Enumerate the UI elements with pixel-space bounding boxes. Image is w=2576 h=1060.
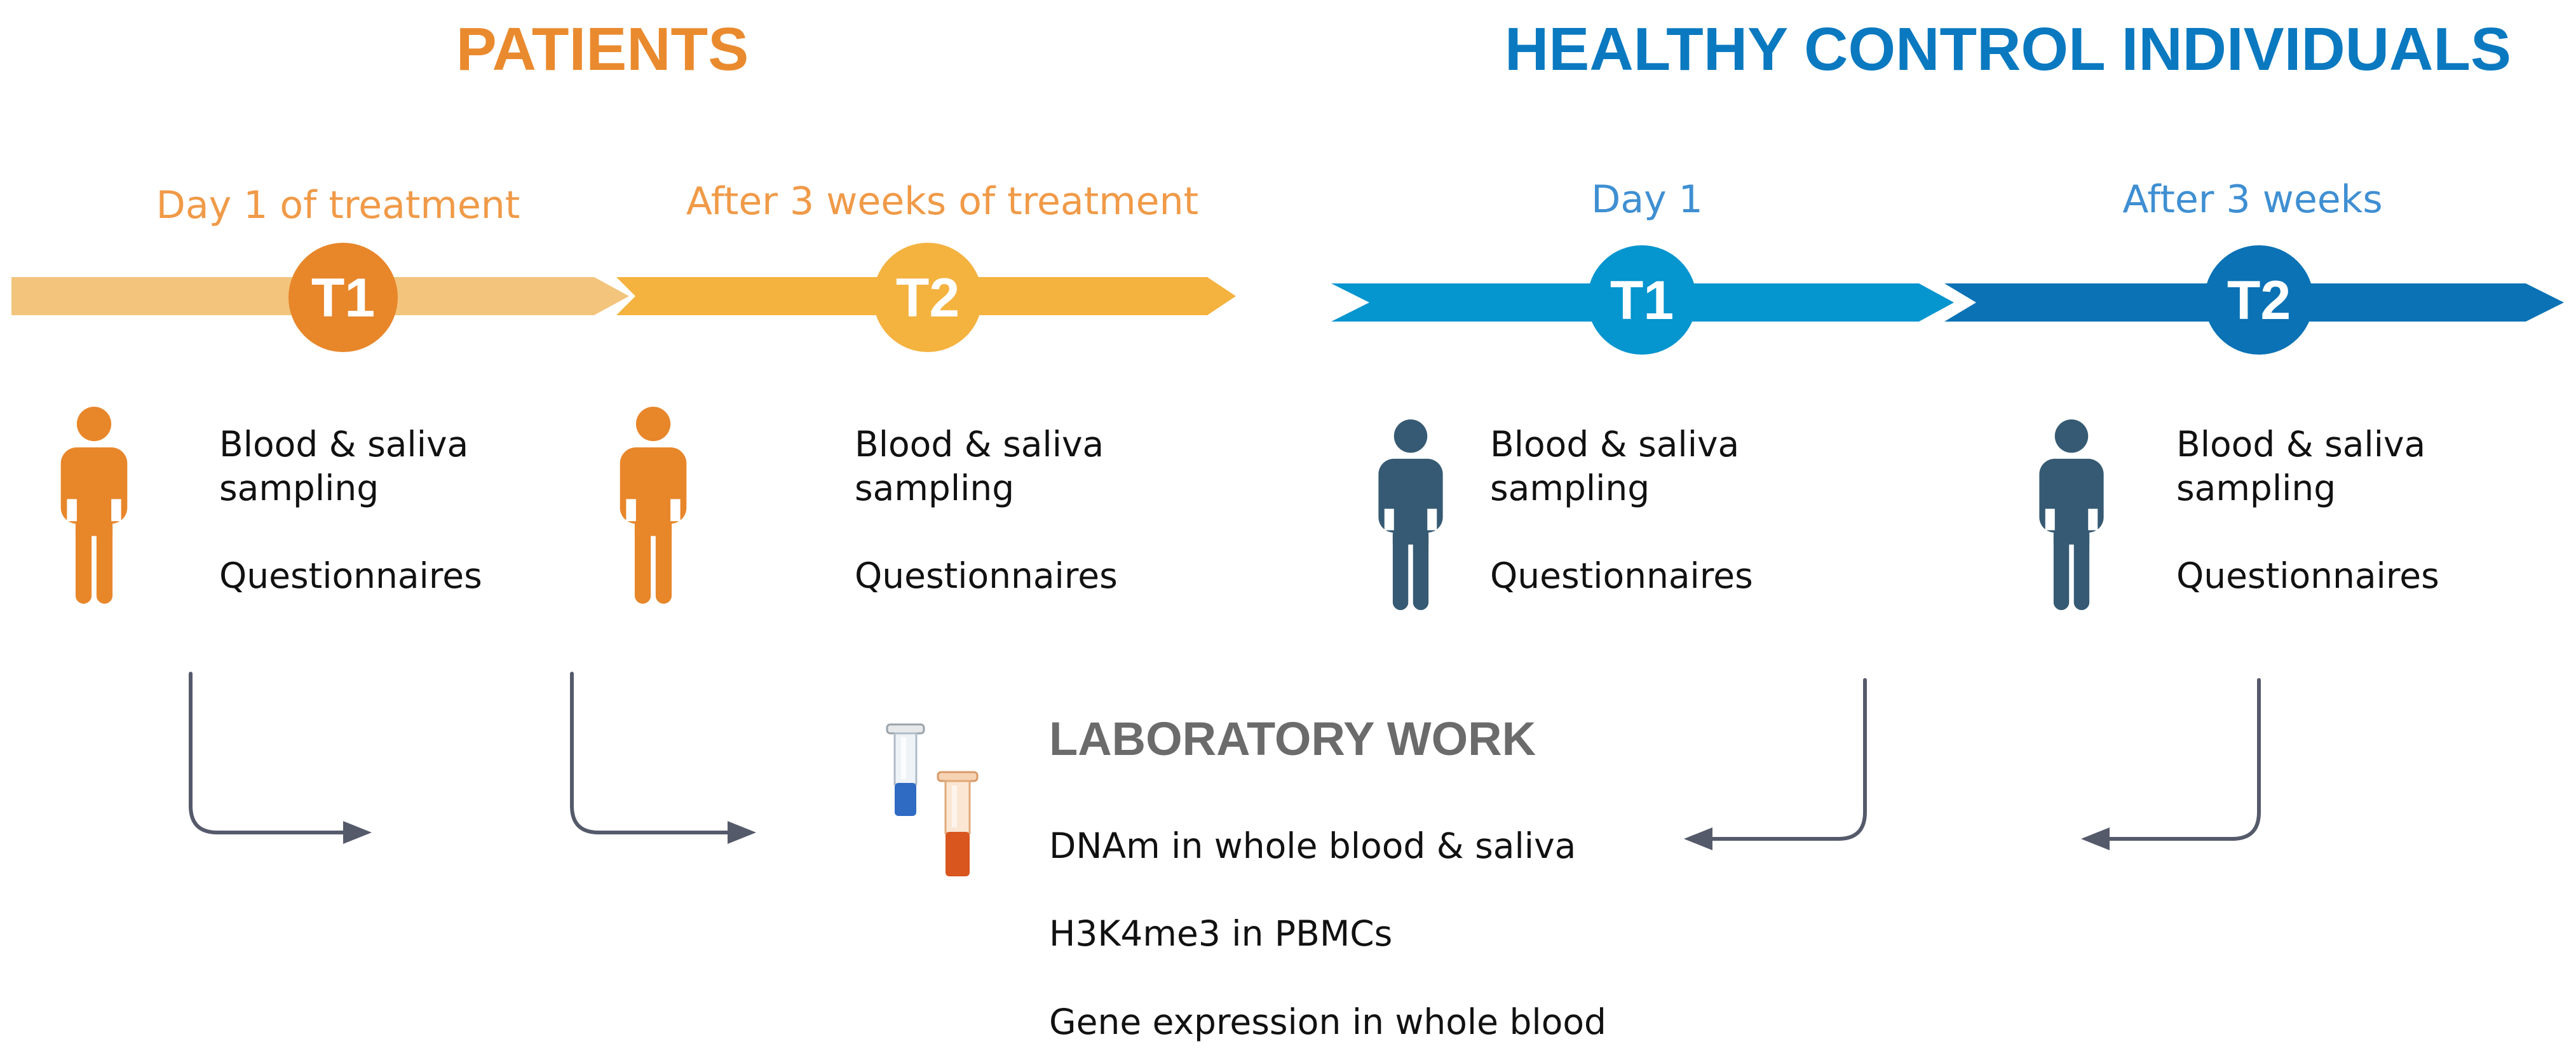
patients-t2-badge-text: T2 — [896, 268, 959, 329]
patients-t1-label: Day 1 of treatment — [156, 183, 520, 228]
patients-t1-badge: T1 — [288, 243, 398, 352]
patients-t1-flow-arrow — [189, 672, 372, 844]
controls-heading: HEALTHY CONTROL INDIVIDUALS — [1505, 15, 2511, 83]
patients-t2-activities: Blood & saliva sampling Questionnaires — [855, 424, 1118, 596]
control-t1-person-icon — [1378, 419, 1443, 610]
activity-line: Blood & saliva — [219, 424, 468, 465]
controls-t2-label: After 3 weeks — [2122, 177, 2382, 222]
activity-line: sampling — [2176, 468, 2336, 508]
patient-t1-person-icon — [60, 407, 128, 604]
controls-t2-badge-text: T2 — [2227, 270, 2291, 331]
controls-t2-badge: T2 — [2204, 245, 2314, 355]
control-t2-person-icon — [2039, 419, 2104, 610]
activity-line: Blood & saliva — [855, 424, 1104, 465]
activity-line: Blood & saliva — [2176, 424, 2425, 465]
patients-heading: PATIENTS — [456, 15, 749, 83]
orange-sample-tube-icon — [937, 771, 979, 876]
activity-line: Questionnaires — [2176, 555, 2439, 596]
patients-t1-activities: Blood & saliva sampling Questionnaires — [219, 424, 482, 596]
activity-line: sampling — [855, 468, 1014, 508]
laboratory-item: DNAm in whole blood & saliva — [1049, 826, 1576, 866]
patients-t2-label: After 3 weeks of treatment — [686, 179, 1198, 224]
controls-t2-flow-arrow — [2081, 678, 2261, 850]
controls-t2-activities: Blood & saliva sampling Questionnaires — [2176, 424, 2439, 596]
blue-sample-tube-icon — [886, 723, 925, 816]
laboratory-item: Gene expression in whole blood — [1049, 1002, 1606, 1042]
laboratory-item: H3K4me3 in PBMCs — [1049, 913, 1392, 954]
activity-line: Blood & saliva — [1490, 424, 1739, 465]
patient-t2-person-icon — [620, 407, 687, 604]
controls-t1-badge-text: T1 — [1610, 270, 1674, 331]
patients-t2-badge: T2 — [873, 243, 982, 352]
activity-line: sampling — [1490, 468, 1650, 508]
activity-line: sampling — [219, 468, 379, 508]
patients-t2-flow-arrow — [570, 672, 756, 844]
controls-t1-badge: T1 — [1587, 245, 1697, 355]
controls-t1-flow-arrow — [1684, 678, 1867, 850]
activity-line: Questionnaires — [855, 555, 1118, 596]
patients-t1-badge-text: T1 — [311, 268, 375, 329]
activity-line: Questionnaires — [219, 555, 482, 596]
controls-t1-activities: Blood & saliva sampling Questionnaires — [1490, 424, 1753, 596]
laboratory-heading: LABORATORY WORK — [1049, 712, 1536, 765]
controls-t1-label: Day 1 — [1591, 177, 1703, 222]
activity-line: Questionnaires — [1490, 555, 1753, 596]
